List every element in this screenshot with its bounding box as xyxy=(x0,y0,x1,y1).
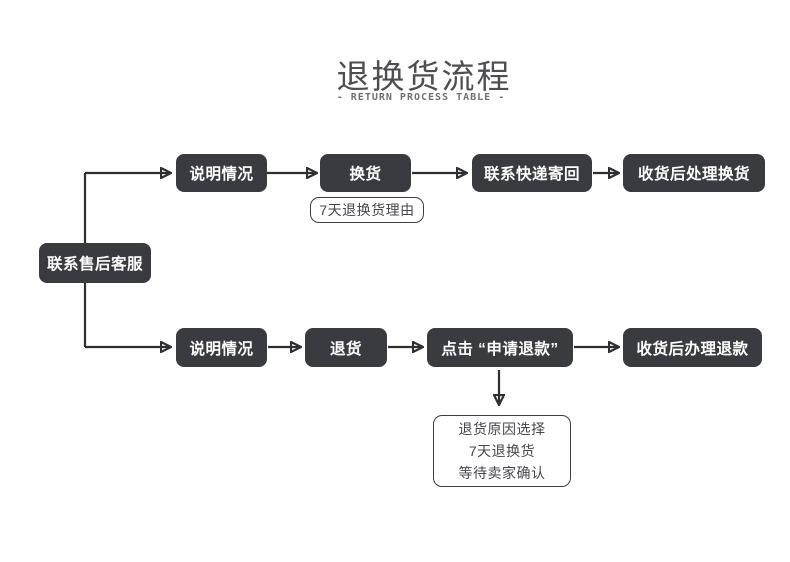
flow-node-explain-situation-bottom: 说明情况 xyxy=(176,328,267,367)
note-exchange-reason: 7天退换货理由 xyxy=(310,197,424,223)
flow-node-click-apply-refund: 点击 “申请退款” xyxy=(427,328,573,367)
note-line: 等待卖家确认 xyxy=(458,465,546,481)
page-title: 退换货流程 xyxy=(336,58,512,95)
flow-node-process-refund-after-receipt: 收货后办理退款 xyxy=(623,328,762,367)
note-line: 退货原因选择 xyxy=(458,421,546,437)
note-refund-steps: 退货原因选择 7天退换货 等待卖家确认 xyxy=(433,415,571,487)
flow-node-exchange-goods: 换货 xyxy=(320,154,411,192)
flow-node-contact-courier-return: 联系快递寄回 xyxy=(472,154,592,192)
flow-node-return-goods: 退货 xyxy=(305,328,387,367)
note-line: 7天退换货 xyxy=(468,443,536,459)
note-line: 7天退换货理由 xyxy=(319,202,415,218)
flow-node-contact-support: 联系售后客服 xyxy=(39,243,151,283)
page-subtitle: - RETURN PROCESS TABLE - xyxy=(336,92,506,103)
flow-node-process-exchange-after-receipt: 收货后处理换货 xyxy=(623,154,765,192)
flow-node-explain-situation-top: 说明情况 xyxy=(176,154,267,192)
